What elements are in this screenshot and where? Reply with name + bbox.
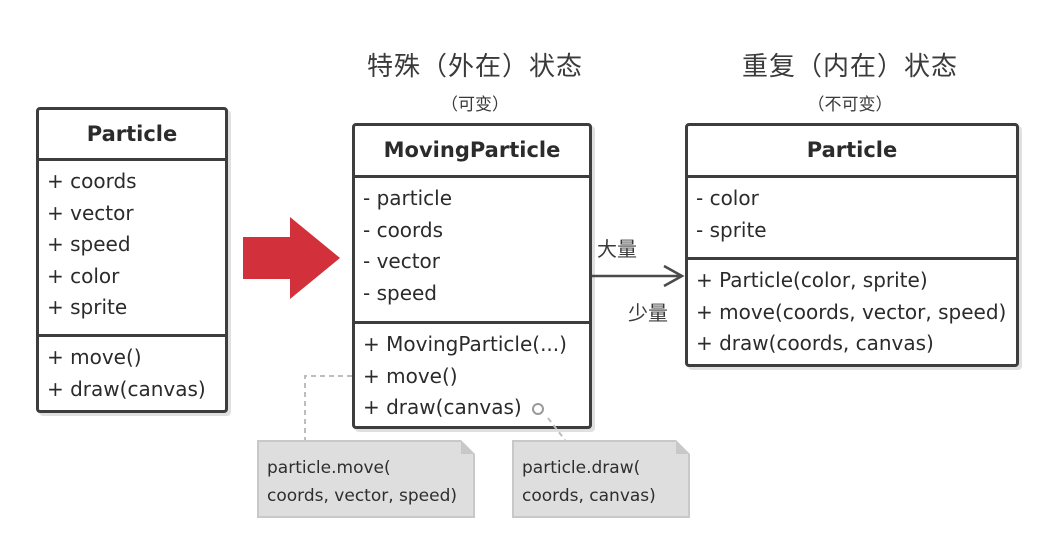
transform-arrow-icon	[243, 217, 340, 299]
class-name: Particle	[688, 126, 1016, 178]
field: - speed	[363, 280, 437, 305]
note-fold-icon	[676, 440, 690, 454]
field: - vector	[363, 249, 441, 273]
note-line: coords, vector, speed)	[267, 486, 458, 506]
note-line: particle.draw(	[522, 458, 641, 478]
note-fold-icon	[461, 440, 475, 454]
extrinsic-state-heading: 特殊（外在）状态	[366, 52, 583, 82]
field: + sprite	[47, 295, 128, 319]
flyweight-particle-class: Particle - color - sprite + Particle(col…	[685, 123, 1019, 367]
method: + move(coords, vector, speed)	[696, 299, 1007, 324]
class-name: Particle	[39, 110, 225, 161]
fields-section: - particle - coords - vector - speed	[355, 178, 589, 324]
few-label: 少量	[628, 301, 668, 325]
methods-section: + MovingParticle(...) + move() + draw(ca…	[355, 324, 589, 424]
draw-note: particle.draw( coords, canvas)	[512, 440, 690, 518]
field: + speed	[47, 232, 131, 256]
method: + Particle(color, sprite)	[696, 268, 928, 292]
method: + MovingParticle(...)	[363, 332, 567, 356]
move-note: particle.move( coords, vector, speed)	[257, 440, 475, 518]
method: + draw(canvas)	[363, 395, 522, 419]
draw-note-anchor-icon	[532, 403, 544, 415]
field: - sprite	[696, 217, 767, 242]
fields-section: - color - sprite	[688, 178, 1016, 260]
field: + coords	[47, 169, 137, 193]
method: + move()	[363, 363, 458, 388]
original-particle-class: Particle + coords + vector + speed + col…	[36, 107, 228, 413]
association-arrowhead-icon	[663, 264, 685, 288]
field: + vector	[47, 200, 134, 225]
field: - particle	[363, 186, 453, 210]
intrinsic-state-subheading: （不可变）	[807, 95, 893, 115]
fields-section: + coords + vector + speed + color + spri…	[39, 161, 225, 337]
method: + move()	[47, 345, 142, 369]
extrinsic-state-subheading: （可变）	[441, 95, 509, 115]
draw-note-connector	[547, 417, 566, 441]
move-note-connector	[304, 375, 352, 440]
note-line: coords, canvas)	[522, 486, 656, 506]
intrinsic-state-heading: 重复（内在）状态	[741, 52, 958, 82]
note-line: particle.move(	[267, 458, 391, 478]
field: + color	[47, 263, 120, 288]
many-label: 大量	[597, 237, 637, 261]
field: - coords	[363, 217, 444, 242]
methods-section: + move() + draw(canvas)	[39, 337, 225, 405]
moving-particle-class: MovingParticle - particle - coords - vec…	[352, 123, 592, 429]
class-name: MovingParticle	[355, 126, 589, 178]
method: + draw(canvas)	[47, 376, 206, 401]
field: - color	[696, 186, 759, 210]
methods-section: + Particle(color, sprite) + move(coords,…	[688, 260, 1016, 360]
method: + draw(coords, canvas)	[696, 331, 934, 355]
